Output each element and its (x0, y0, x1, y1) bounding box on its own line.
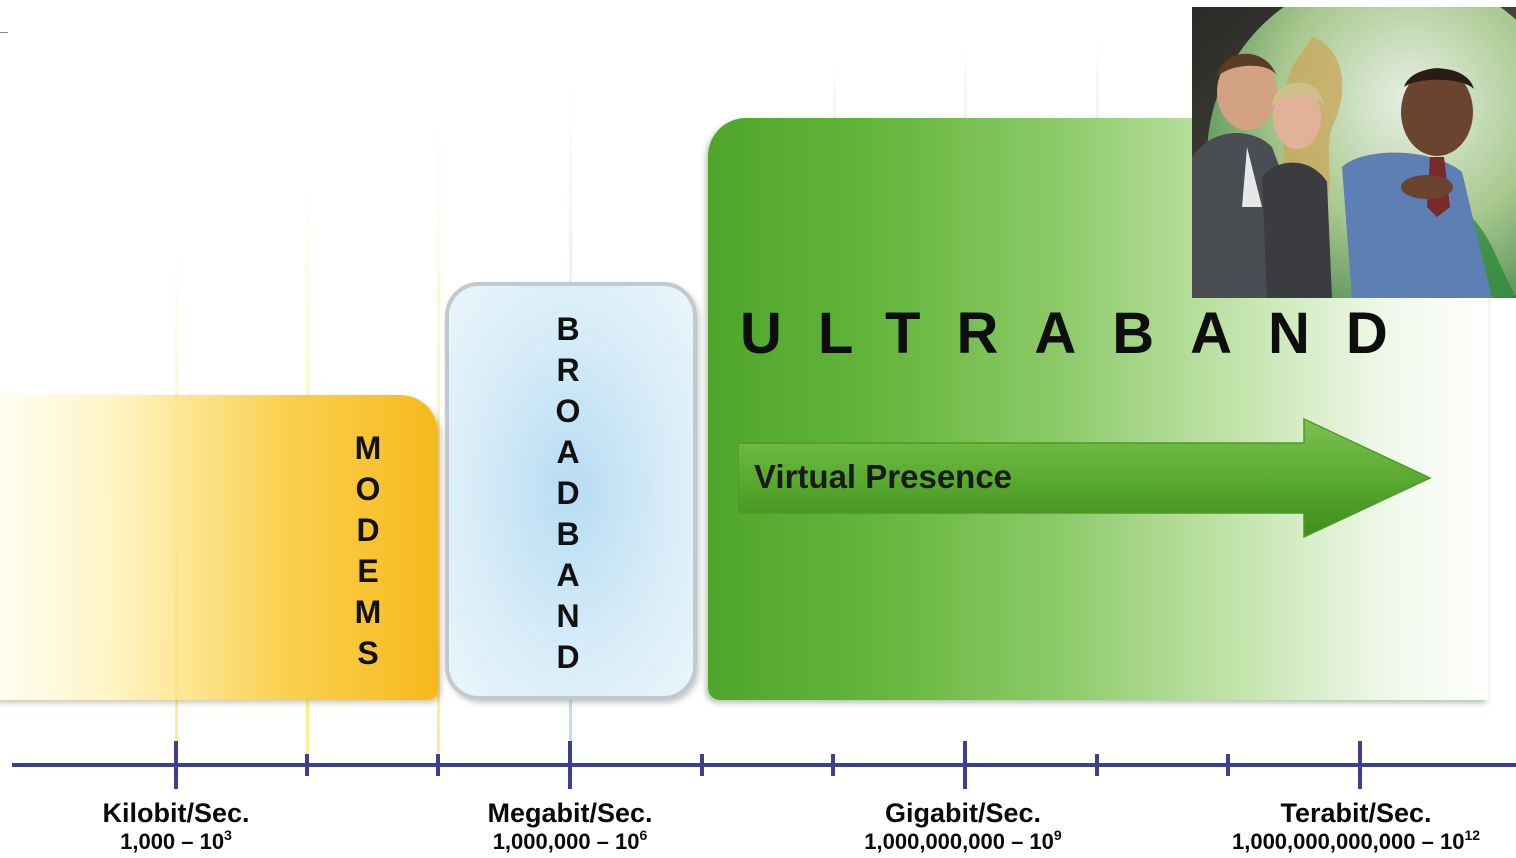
broadband-letter: B (556, 311, 580, 347)
axis-unit: Kilobit/Sec. (102, 798, 250, 828)
axis-range: 1,000,000,000,000 – 1012 (1231, 827, 1481, 854)
broadband-letter: O (555, 393, 581, 429)
broadband-letter: B (556, 516, 580, 552)
axis-range: 1,000 – 103 (120, 827, 232, 854)
axis-label-kilobit: Kilobit/Sec. 1,000 – 103 (56, 798, 296, 856)
guide-line (833, 60, 836, 140)
axis-label-gigabit: Gigabit/Sec. 1,000,000,000 – 109 (800, 798, 1126, 856)
meeting-photo (1192, 7, 1516, 298)
broadband-letter: D (556, 639, 580, 675)
modems-letter: M (354, 430, 382, 466)
modems-letter: S (357, 635, 379, 671)
modems-letter: O (355, 471, 381, 507)
axis-unit: Megabit/Sec. (487, 798, 653, 828)
broadband-letter: R (556, 352, 580, 388)
guide-line (437, 120, 440, 760)
broadband-label: B R O A D B A N D (548, 309, 588, 678)
modems-letter: E (357, 553, 379, 589)
broadband-letter: A (556, 557, 580, 593)
modems-band (0, 395, 438, 700)
axis-unit: Gigabit/Sec. (884, 798, 1042, 828)
virtual-presence-arrow (738, 417, 1432, 539)
virtual-presence-label: Virtual Presence (754, 458, 1013, 495)
axis-label-megabit: Megabit/Sec. 1,000,000 – 106 (420, 798, 720, 856)
guide-line (964, 40, 967, 140)
modems-letter: M (354, 594, 382, 630)
modems-letter: D (356, 512, 380, 548)
broadband-band (445, 282, 697, 700)
broadband-letter: N (556, 598, 580, 634)
modems-label: M O D E M S (348, 428, 388, 674)
corner-mark (0, 32, 8, 33)
axis-unit: Terabit/Sec. (1280, 798, 1432, 828)
broadband-letter: A (556, 434, 580, 470)
axis-range: 1,000,000,000 – 109 (864, 827, 1062, 854)
ultraband-title: ULTRABAND (740, 301, 1424, 366)
bandwidth-axis (12, 741, 1516, 789)
broadband-letter: D (556, 475, 580, 511)
guide-line (1096, 40, 1099, 140)
axis-label-terabit: Terabit/Sec. 1,000,000,000,000 – 1012 (1196, 798, 1516, 856)
axis-range: 1,000,000 – 106 (492, 827, 648, 854)
